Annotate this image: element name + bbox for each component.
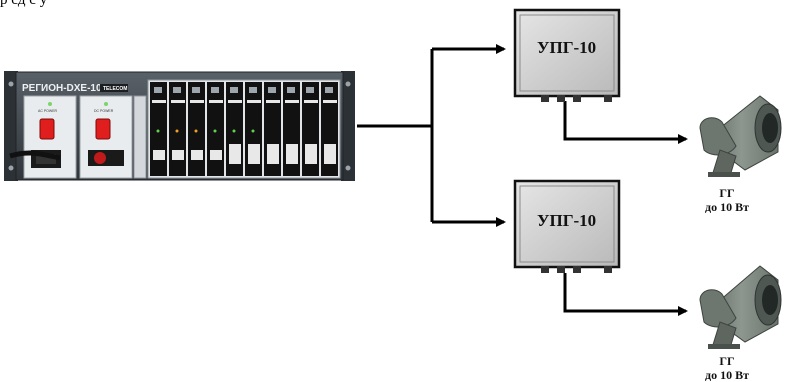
psu-left-switch [39,118,55,140]
amp-2-gland-d [604,266,612,273]
module-card-1 [150,82,167,176]
module-card-4 [207,82,224,176]
horn-speaker-2: ГГ до 10 Вт [699,265,782,382]
psu-right-switch [95,118,111,140]
connectors [357,44,688,316]
speaker-1-label-line1: ГГ [719,186,734,200]
rack-title: РЕГИОН-DXE-10S [22,83,109,94]
module-card-7 [264,82,281,176]
amp-2-gland-c [573,266,581,273]
amp-2-gland-b [557,266,565,273]
psu-panel-right: DC POWER [79,95,133,179]
amp-1-gland-a [541,95,549,102]
amp-2-gland-a [541,266,549,273]
module-cards [147,79,341,179]
module-card-10 [321,82,338,176]
psu-right-label: DC POWER [94,109,114,113]
module-card-5 [226,82,243,176]
amp-1-gland-b [557,95,565,102]
speaker-2-label-line1: ГГ [719,354,734,368]
amp-1-gland-d [604,95,612,102]
rack-brand-badge [100,84,128,92]
rack-brand: TELECOM [103,86,127,92]
module-card-6 [245,82,262,176]
amplifier-2-label: УПГ-10 [537,211,596,230]
amplifier-2: УПГ-10 [513,179,621,273]
psu-panel-left: AC POWER [23,95,77,179]
module-card-9 [302,82,319,176]
caption-fragment: р сд с у [0,0,48,8]
module-card-2 [169,82,186,176]
amplifier-1-label: УПГ-10 [537,38,596,57]
speaker-1-label-line2: до 10 Вт [705,200,749,214]
rack-ear-right [341,71,355,181]
speaker-2-label-line2: до 10 Вт [705,368,749,382]
module-card-3 [188,82,205,176]
power-cable [9,150,61,161]
arrow-to-speaker-1 [563,101,688,144]
rack-unit: РЕГИОН-DXE-10S TELECOM AC POWER DC POWER [4,71,355,181]
arrow-to-speaker-2 [563,273,688,316]
psu-left-label: AC POWER [38,109,58,113]
module-card-8 [283,82,300,176]
amplifier-1: УПГ-10 [513,8,621,102]
amp-1-gland-c [573,95,581,102]
horn-speaker-1: ГГ до 10 Вт [699,95,782,214]
